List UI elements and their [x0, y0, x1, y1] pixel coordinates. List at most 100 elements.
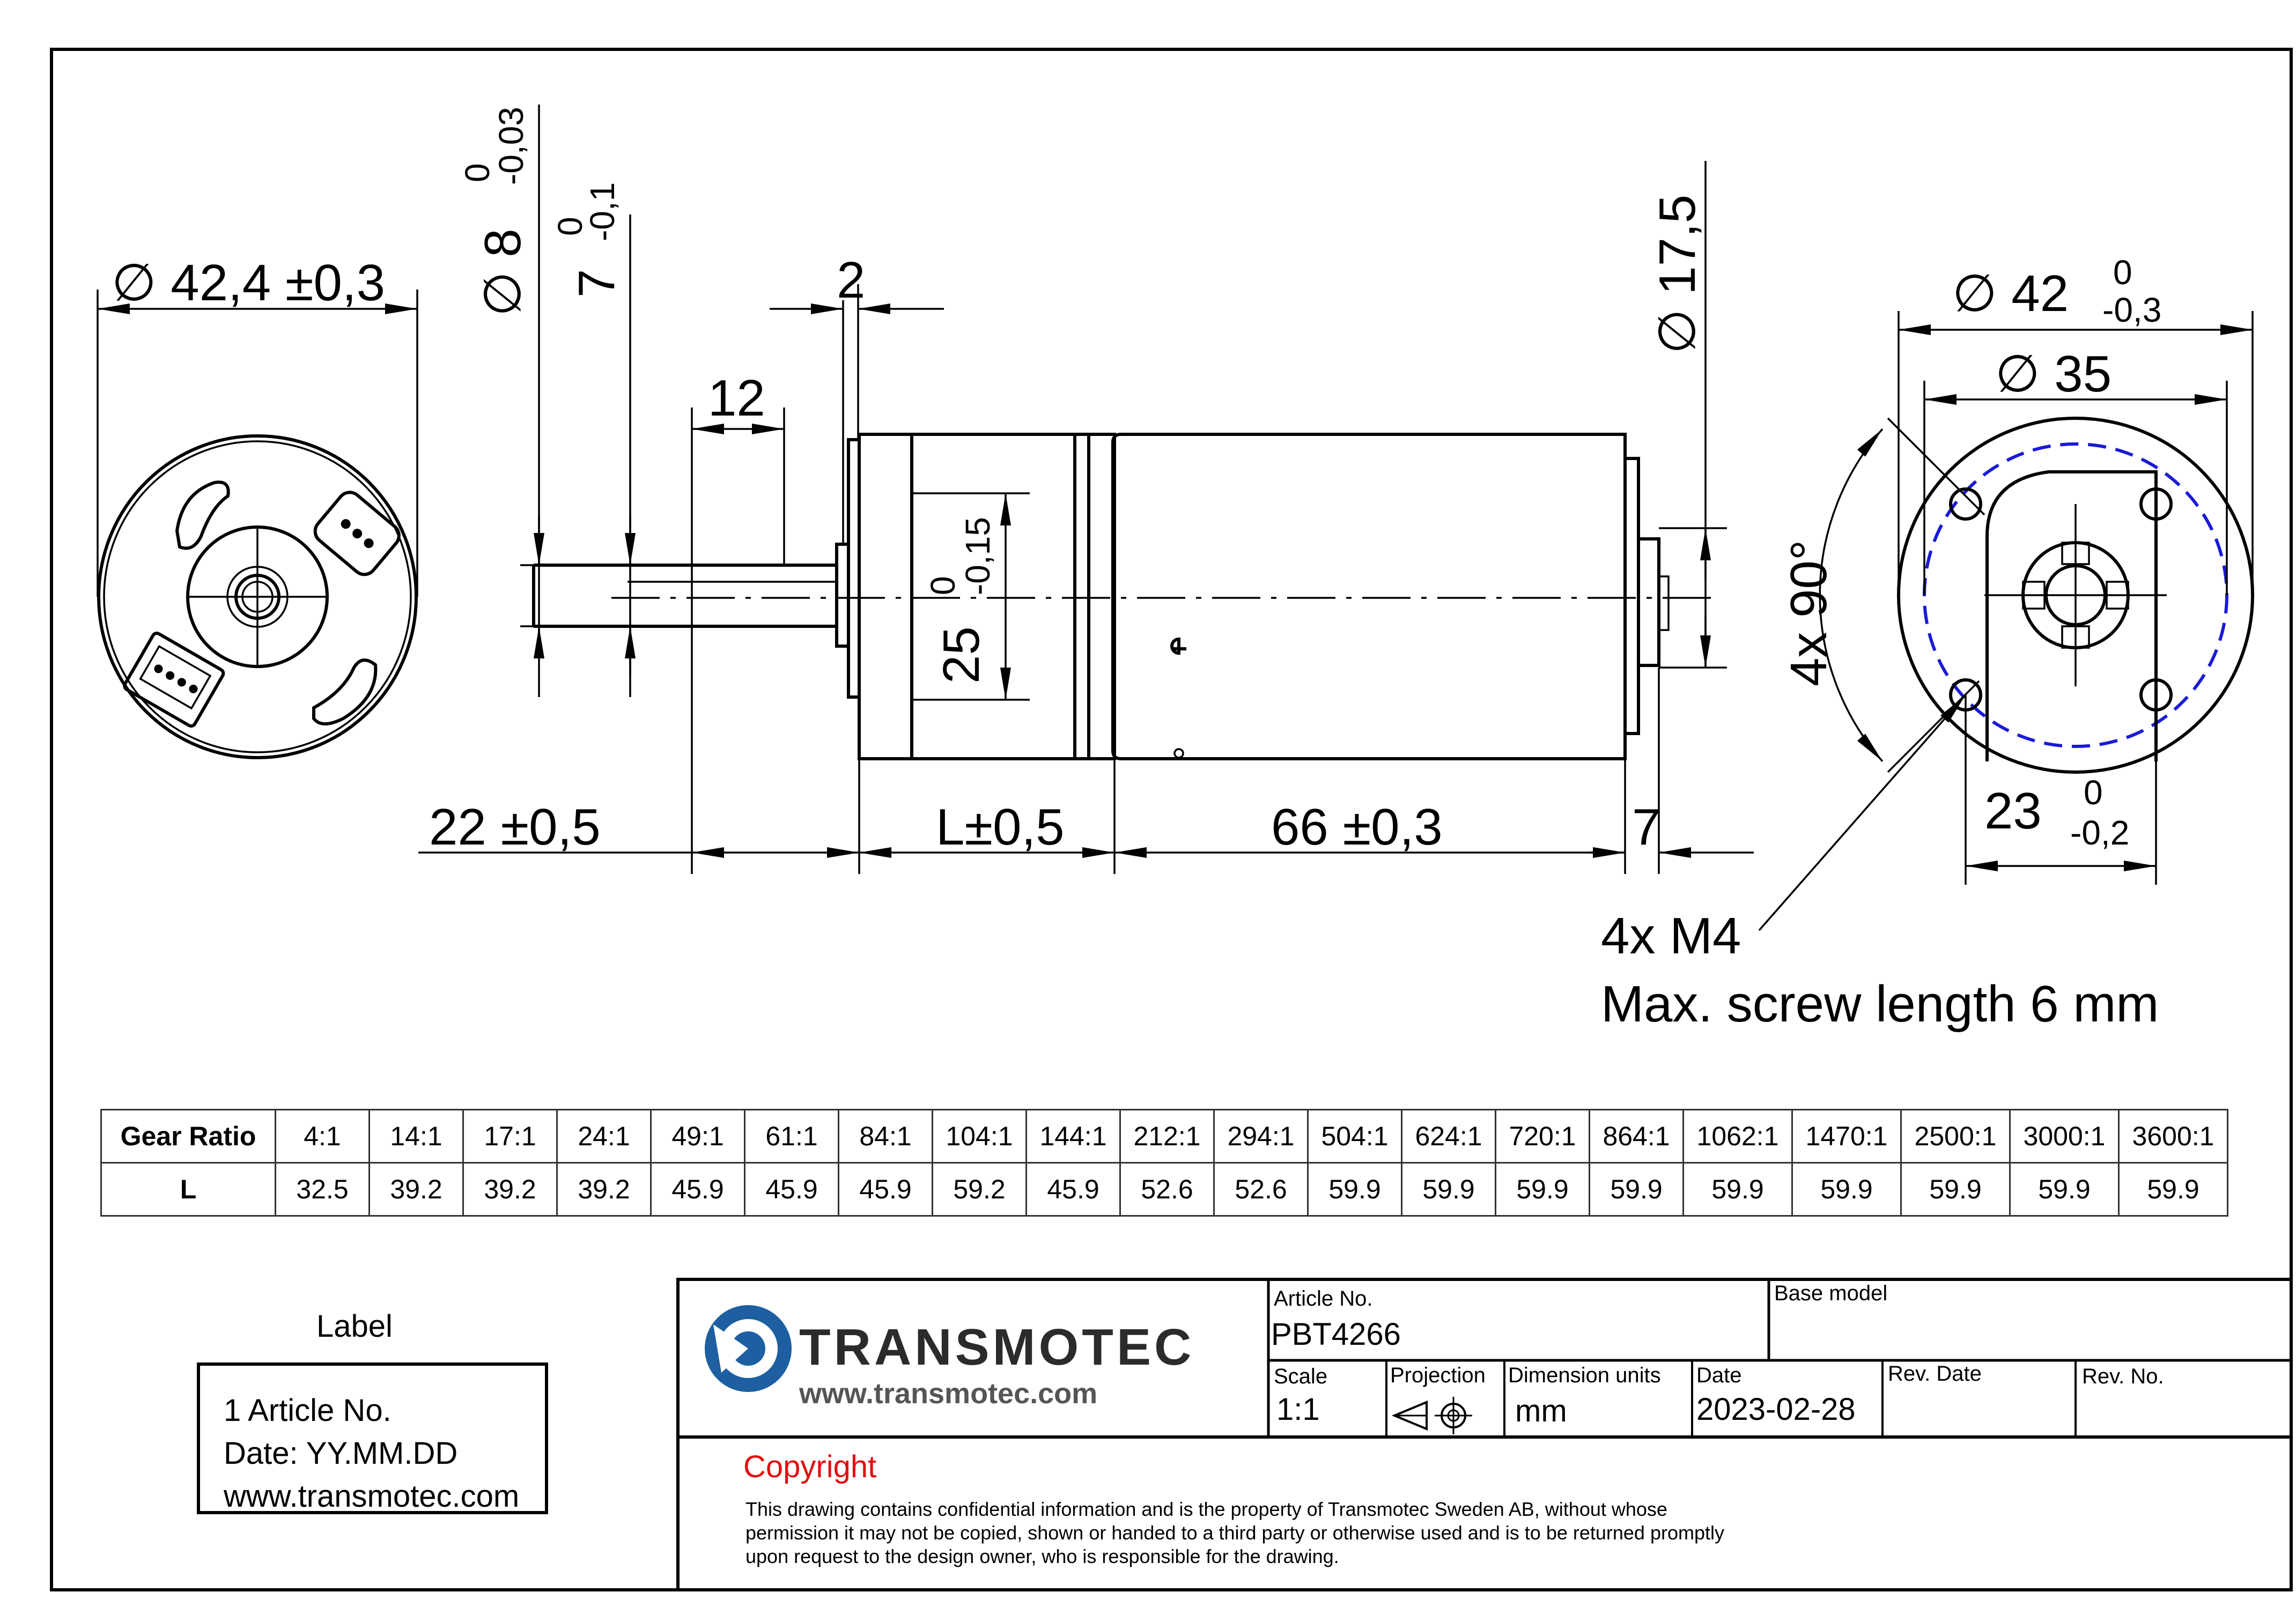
- length-cell: 59.9: [1791, 1162, 1902, 1217]
- front-view: ∅ 42 0 -0,3 ∅ 35 4x 90° 23 0 -0,2 4x M4 …: [1601, 253, 2254, 1033]
- dim-flange-tol-upper: 0: [2113, 253, 2132, 292]
- projection-symbol-icon: [1391, 1397, 1472, 1434]
- length-cell: 32.5: [275, 1162, 370, 1217]
- label-title: Label: [316, 1309, 393, 1344]
- dim-square-tol-lower: -0,2: [2070, 813, 2129, 852]
- ratio-cell: 212:1: [1119, 1109, 1215, 1164]
- ratio-cell: 2500:1: [1900, 1109, 2011, 1164]
- ratio-cell: 864:1: [1589, 1109, 1684, 1164]
- label-box: 1 Article No. Date: YY.MM.DD www.transmo…: [197, 1362, 548, 1514]
- length-cell: 59.9: [1401, 1162, 1496, 1217]
- date-label: Date: [1696, 1364, 1742, 1387]
- projection-label: Projection: [1390, 1364, 1486, 1387]
- ratio-cell: 24:1: [556, 1109, 652, 1164]
- ratio-cell: 294:1: [1213, 1109, 1309, 1164]
- units-label: Dimension units: [1508, 1364, 1661, 1387]
- ratio-cell: 144:1: [1025, 1109, 1121, 1164]
- table-row: Gear Ratio 4:1 14:1 17:1 24:1 49:1 61:1 …: [100, 1109, 2228, 1164]
- ratio-cell: 49:1: [650, 1109, 745, 1164]
- dim-gearbox-length: L±0,5: [936, 798, 1065, 856]
- article-no-value: PBT4266: [1271, 1317, 1401, 1352]
- label-line-date: Date: YY.MM.DD: [224, 1436, 458, 1471]
- dim-rear-length: 7: [1632, 798, 1660, 856]
- dim-pilot: 25: [933, 626, 990, 684]
- ratio-cell: 14:1: [368, 1109, 464, 1164]
- dim-shaft-tol-lower: -0,03: [492, 107, 530, 185]
- copyright-title: Copyright: [743, 1449, 877, 1484]
- dim-bolt-circle: ∅ 35: [1995, 345, 2112, 403]
- length-cell: 59.9: [1495, 1162, 1590, 1217]
- ratio-cell: 1470:1: [1791, 1109, 1902, 1164]
- dim-shaft-diameter: ∅ 8: [474, 228, 531, 316]
- rev-no-label: Rev. No.: [2082, 1365, 2164, 1388]
- ratio-cell: 4:1: [275, 1109, 370, 1164]
- ratio-cell: 61:1: [744, 1109, 839, 1164]
- length-cell: 52.6: [1119, 1162, 1215, 1217]
- dim-angle: 4x 90°: [1780, 540, 1837, 686]
- scale-label: Scale: [1274, 1365, 1328, 1388]
- article-no-label: Article No.: [1274, 1287, 1373, 1310]
- dim-flange-thickness: 2: [837, 251, 865, 309]
- dim-square: 23: [1984, 782, 2042, 840]
- length-cell: 39.2: [556, 1162, 652, 1217]
- company-url: www.transmotec.com: [799, 1377, 1098, 1410]
- dim-shaft-length: 22 ±0,5: [429, 798, 601, 856]
- units-value: mm: [1515, 1394, 1567, 1428]
- ratio-cell: 3600:1: [2118, 1109, 2228, 1164]
- ratio-cell: 84:1: [838, 1109, 933, 1164]
- rear-view: ∅ 42,4 ±0,3: [97, 254, 418, 759]
- rev-date-label: Rev. Date: [1888, 1362, 1982, 1386]
- dim-rear-diameter: ∅ 17,5: [1649, 195, 1706, 354]
- dim-flange-tol-lower: -0,3: [2102, 291, 2161, 329]
- screw-note-1: 4x M4: [1601, 907, 1741, 965]
- dim-flange-diameter: ∅ 42: [1952, 265, 2069, 322]
- title-block-lines: [676, 1278, 2293, 1591]
- label-line-article: 1 Article No.: [224, 1393, 392, 1428]
- length-cell: 59.9: [2118, 1162, 2228, 1217]
- length-cell: 39.2: [462, 1162, 558, 1217]
- dim-motor-length: 66 ±0,3: [1271, 798, 1443, 856]
- ratio-cell: 104:1: [932, 1109, 1027, 1164]
- ratio-cell: 1062:1: [1682, 1109, 1793, 1164]
- length-cell: 39.2: [368, 1162, 464, 1217]
- length-cell: 52.6: [1213, 1162, 1309, 1217]
- side-view: ∅ 8 0 -0,03 7 0 -0,1 2 12 25 0 -0,15 ∅ 1…: [418, 105, 1754, 874]
- dim-flat-length: 12: [708, 369, 765, 427]
- ratio-cell: 624:1: [1401, 1109, 1496, 1164]
- label-line-url: www.transmotec.com: [224, 1479, 520, 1514]
- transmotec-logo-icon: [705, 1305, 792, 1392]
- length-cell: 45.9: [838, 1162, 933, 1217]
- length-cell: 59.9: [1307, 1162, 1402, 1217]
- gear-ratio-header: Gear Ratio: [100, 1109, 276, 1164]
- length-cell: 59.2: [932, 1162, 1027, 1217]
- dim-pilot-tol-upper: 0: [924, 576, 962, 595]
- dim-flat-tol-lower: -0,1: [583, 182, 622, 241]
- length-cell: 59.9: [2009, 1162, 2120, 1217]
- length-cell: 45.9: [650, 1162, 745, 1217]
- dim-pilot-tol-lower: -0,15: [958, 517, 997, 595]
- ratio-cell: 3000:1: [2009, 1109, 2120, 1164]
- date-value: 2023-02-28: [1696, 1392, 1856, 1427]
- company-name: TRANSMOTEC: [799, 1319, 1195, 1376]
- base-model-label: Base model: [1774, 1282, 1888, 1305]
- length-header: L: [100, 1162, 276, 1217]
- copyright-text: This drawing contains confidential infor…: [745, 1498, 1724, 1567]
- gear-ratio-table: Gear Ratio 4:1 14:1 17:1 24:1 49:1 61:1 …: [100, 1109, 2228, 1217]
- length-cell: 45.9: [1025, 1162, 1121, 1217]
- ratio-cell: 720:1: [1495, 1109, 1590, 1164]
- length-cell: 59.9: [1900, 1162, 2011, 1217]
- ratio-cell: 504:1: [1307, 1109, 1402, 1164]
- length-cell: 59.9: [1682, 1162, 1793, 1217]
- dim-housing-diameter: ∅ 42,4 ±0,3: [112, 254, 385, 312]
- screw-note-2: Max. screw length 6 mm: [1601, 975, 2159, 1033]
- dim-flat: 7: [568, 269, 625, 298]
- dim-flat-tol-upper: 0: [551, 217, 589, 236]
- ratio-cell: 17:1: [462, 1109, 558, 1164]
- table-row: L 32.5 39.2 39.2 39.2 45.9 45.9 45.9 59.…: [100, 1162, 2228, 1217]
- dim-square-tol-upper: 0: [2084, 773, 2103, 812]
- length-cell: 45.9: [744, 1162, 839, 1217]
- dim-shaft-tol-upper: 0: [458, 163, 497, 182]
- scale-value: 1:1: [1276, 1392, 1320, 1427]
- length-cell: 59.9: [1589, 1162, 1684, 1217]
